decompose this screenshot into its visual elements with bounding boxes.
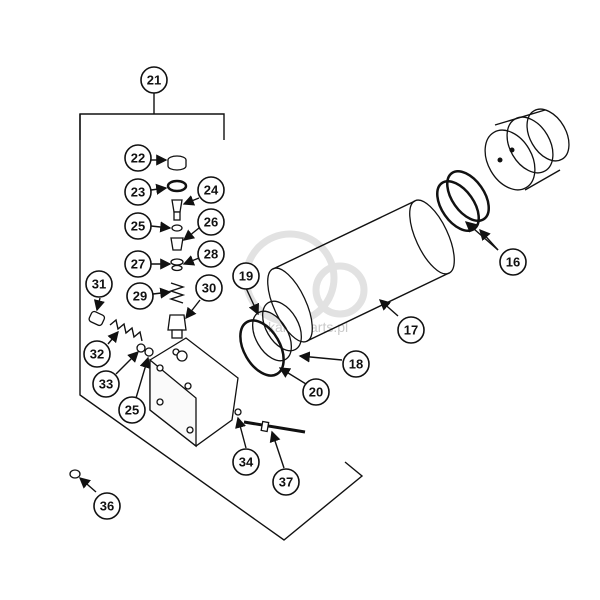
sleeve-17 [267, 199, 455, 343]
callout-28: 28 [197, 240, 225, 268]
cover-plate [149, 337, 239, 448]
svg-text:27: 27 [131, 257, 145, 272]
rings-16 [436, 170, 490, 232]
group-bracket-21 [79, 93, 364, 541]
svg-text:23: 23 [131, 185, 145, 200]
svg-text:32: 32 [90, 347, 104, 362]
callout-20: 20 [302, 378, 330, 406]
svg-text:19: 19 [239, 269, 253, 284]
callout-36: 36 [93, 492, 121, 520]
callout-22: 22 [124, 144, 152, 172]
callout-25-top: 25 [124, 212, 152, 240]
callout-33: 33 [92, 370, 120, 398]
callout-32: 32 [83, 340, 111, 368]
callout-19: 19 [232, 262, 260, 290]
callout-18: 18 [342, 350, 370, 378]
callout-23: 23 [124, 178, 152, 206]
svg-text:29: 29 [133, 289, 147, 304]
svg-text:25: 25 [125, 403, 139, 418]
svg-text:25: 25 [131, 219, 145, 234]
svg-text:18: 18 [349, 357, 363, 372]
svg-text:31: 31 [92, 277, 106, 292]
svg-text:20: 20 [309, 385, 323, 400]
svg-text:33: 33 [99, 377, 113, 392]
o-ring-36 [69, 469, 81, 479]
relief-parts [88, 310, 154, 357]
svg-text:26: 26 [204, 215, 218, 230]
callout-25-bottom: 25 [118, 396, 146, 424]
svg-text:28: 28 [204, 247, 218, 262]
svg-text:21: 21 [147, 73, 161, 88]
callout-34: 34 [232, 448, 260, 476]
callout-24: 24 [197, 176, 225, 204]
svg-text:34: 34 [239, 455, 254, 470]
callout-17: 17 [397, 316, 425, 344]
svg-text:36: 36 [100, 499, 114, 514]
svg-text:16: 16 [506, 255, 520, 270]
callout-31: 31 [85, 270, 113, 298]
callout-30: 30 [195, 274, 223, 302]
callout-29: 29 [126, 282, 154, 310]
svg-text:24: 24 [204, 183, 219, 198]
pin-and-rod [234, 408, 306, 434]
leader-lines [78, 154, 499, 493]
svg-text:22: 22 [131, 151, 145, 166]
callout-16: 16 [499, 248, 527, 276]
svg-text:37: 37 [279, 475, 293, 490]
callout-37: 37 [272, 468, 300, 496]
callout-21: 21 [140, 66, 168, 94]
callout-26: 26 [197, 208, 225, 236]
valve-parts [166, 155, 188, 339]
svg-text:30: 30 [202, 281, 216, 296]
svg-text:17: 17 [404, 323, 418, 338]
callout-27: 27 [124, 250, 152, 278]
piston [484, 108, 570, 191]
